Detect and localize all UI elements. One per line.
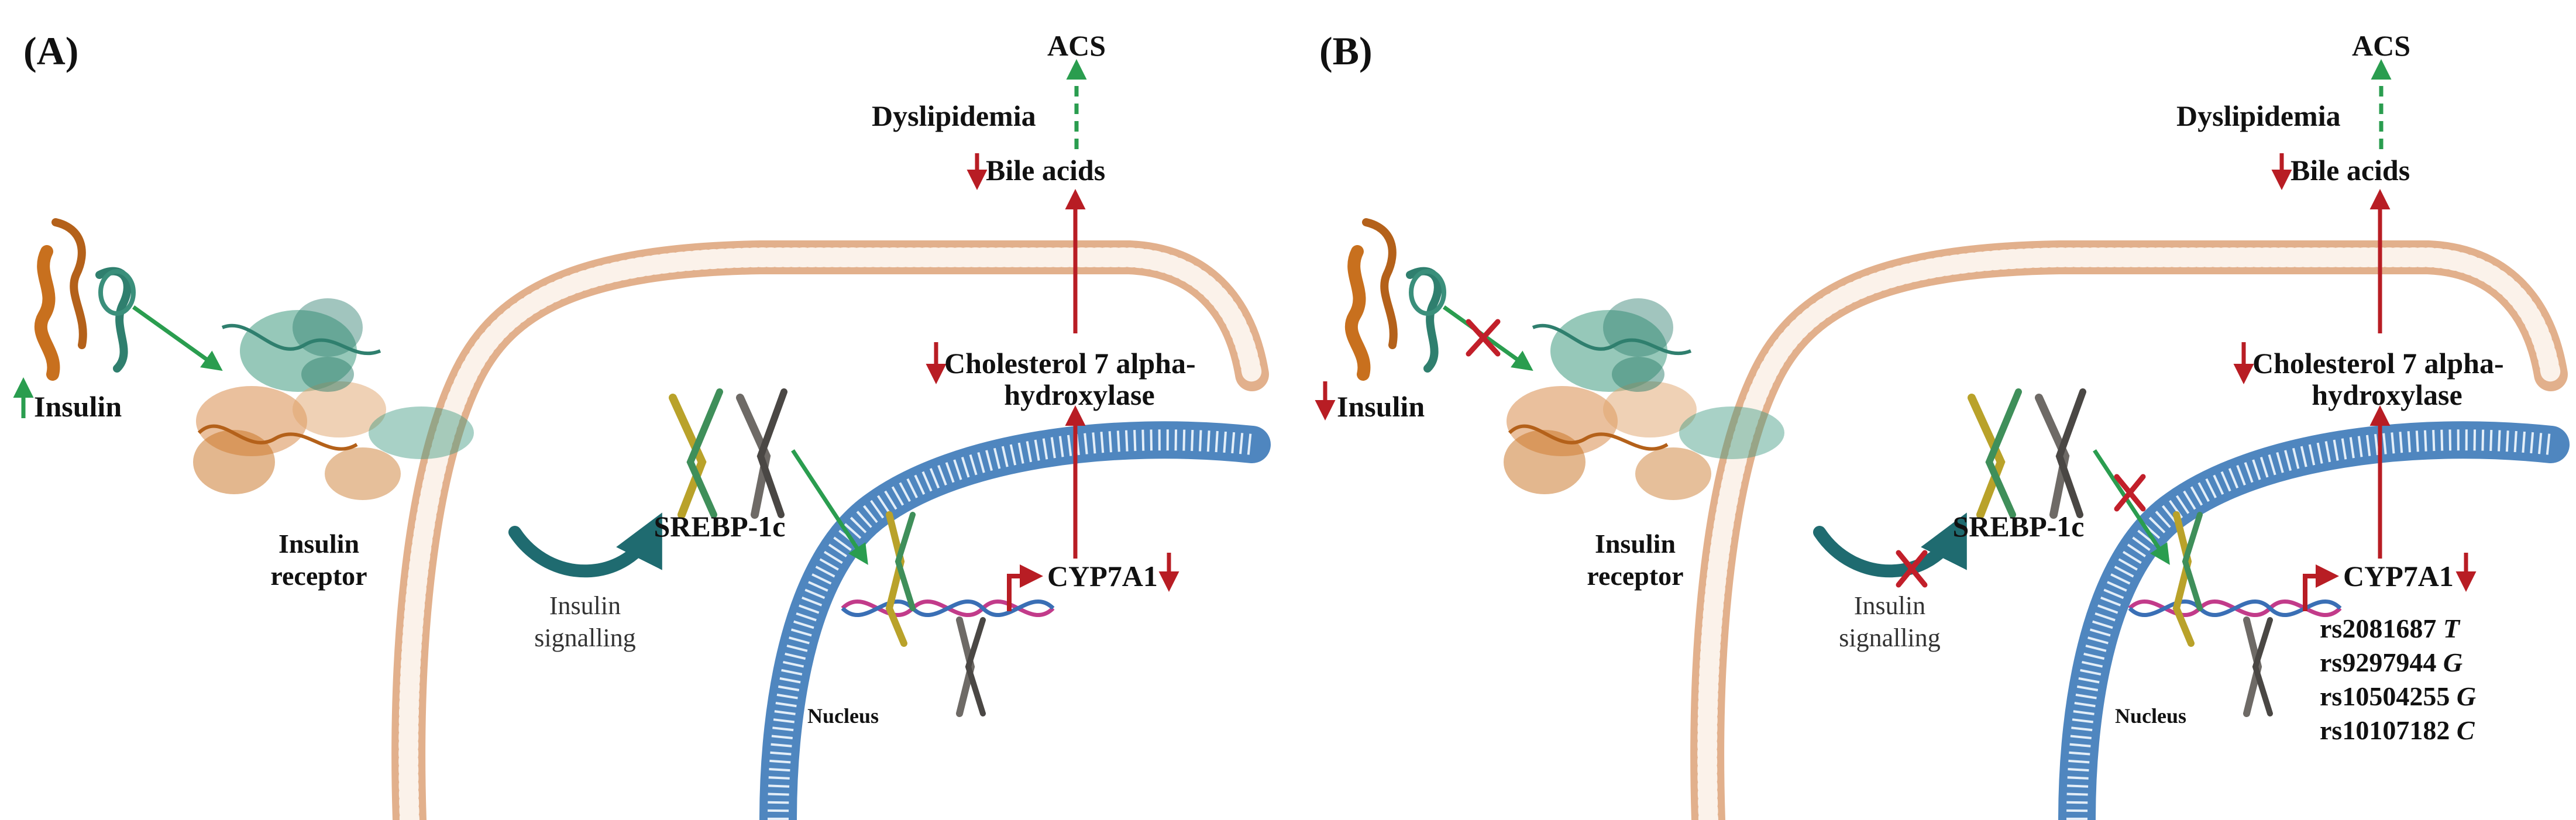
panel-b: (B) Insulin bbox=[1315, 29, 2570, 820]
block-x-icon bbox=[2114, 474, 2146, 512]
srebp-label: SREBP-1c bbox=[1953, 510, 2085, 543]
dyslipidemia-label: Dyslipidemia bbox=[872, 99, 1036, 132]
nucleus-membrane bbox=[759, 421, 1271, 820]
srebp-translocation-arrow bbox=[791, 449, 868, 565]
panel-label: (A) bbox=[23, 29, 78, 73]
dna-helix-icon bbox=[841, 511, 1055, 717]
signalling-label-line1: Insulin bbox=[549, 591, 621, 620]
enzyme-label-line2: hydroxylase bbox=[1004, 378, 1154, 411]
promoter-arrow bbox=[2303, 564, 2339, 611]
srebp-protein-icon bbox=[1968, 388, 2086, 519]
bile-acids-label: Bile acids bbox=[2290, 154, 2410, 187]
dyslipidemia-label: Dyslipidemia bbox=[2176, 99, 2341, 132]
gene-label: CYP7A1 bbox=[1047, 560, 1158, 592]
signalling-label-line2: signalling bbox=[534, 623, 636, 652]
acs-label: ACS bbox=[1047, 29, 1106, 62]
bile-acids-label: Bile acids bbox=[986, 154, 1105, 187]
receptor-label-line2: receptor bbox=[270, 561, 367, 591]
insulin-label: Insulin bbox=[1337, 390, 1425, 423]
srebp-translocation-arrow bbox=[2093, 449, 2170, 565]
receptor-label-line1: Insulin bbox=[278, 529, 359, 559]
snp-item: rs2081687 T bbox=[2320, 614, 2461, 643]
snp-item: rs9297944 G bbox=[2320, 647, 2462, 677]
block-x-icon bbox=[1896, 550, 1928, 588]
signalling-label-line2: signalling bbox=[1839, 623, 1941, 652]
insulin-label: Insulin bbox=[34, 390, 122, 423]
srebp-label: SREBP-1c bbox=[654, 510, 786, 543]
nucleus-label: Nucleus bbox=[807, 704, 879, 728]
acs-label: ACS bbox=[2352, 29, 2410, 62]
insulin-molecule-icon bbox=[1344, 218, 1446, 381]
insulin-binding-arrow bbox=[132, 305, 223, 371]
snp-list: rs2081687 T rs9297944 G rs10504255 G rs1… bbox=[2320, 614, 2476, 745]
snp-item: rs10107182 C bbox=[2320, 715, 2475, 745]
enzyme-label-line2: hydroxylase bbox=[2312, 378, 2462, 411]
panel-label: (B) bbox=[1319, 29, 1373, 73]
srebp-protein-icon bbox=[669, 388, 787, 519]
nucleus-membrane bbox=[2058, 421, 2570, 820]
promoter-arrow bbox=[1007, 564, 1043, 611]
receptor-label-line2: receptor bbox=[1587, 561, 1683, 591]
enzyme-label-line1: Cholesterol 7 alpha- bbox=[2252, 347, 2504, 380]
block-x-icon bbox=[1466, 319, 1501, 357]
signalling-label-line1: Insulin bbox=[1854, 591, 1925, 620]
nucleus-label: Nucleus bbox=[2115, 704, 2186, 728]
insulin-molecule-icon bbox=[34, 218, 136, 381]
gene-label: CYP7A1 bbox=[2343, 560, 2454, 592]
enzyme-label-line1: Cholesterol 7 alpha- bbox=[944, 347, 1196, 380]
snp-item: rs10504255 G bbox=[2320, 681, 2476, 711]
insulin-receptor-icon bbox=[193, 298, 474, 500]
insulin-signalling-arrow bbox=[508, 512, 662, 578]
receptor-label-line1: Insulin bbox=[1595, 529, 1676, 559]
insulin-binding-arrow bbox=[1442, 305, 1533, 371]
insulin-signalling-arrow bbox=[1813, 512, 1967, 578]
insulin-receptor-icon bbox=[1504, 298, 1784, 500]
panel-a: (A) Insulin bbox=[13, 29, 1271, 820]
